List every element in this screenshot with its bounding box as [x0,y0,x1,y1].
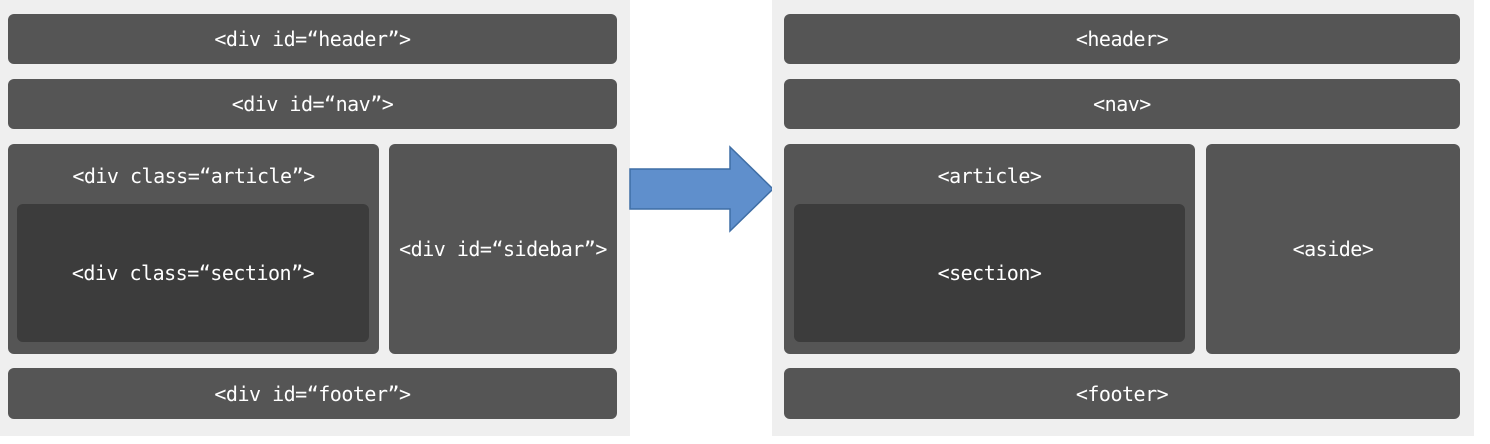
article-label: <article> [937,164,1042,188]
div-article-box: <div class=“article”> <div class=“sectio… [8,144,379,354]
div-section-box: <div class=“section”> [17,204,369,342]
div-footer-box: <div id=“footer”> [8,368,617,419]
article-box: <article> <section> [784,144,1195,354]
div-nav-label: <div id=“nav”> [231,92,394,116]
div-footer-label: <div id=“footer”> [214,381,411,406]
div-nav-box: <div id=“nav”> [8,79,617,129]
footer-box: <footer> [784,368,1460,419]
header-box: <header> [784,14,1460,64]
right-arrow-icon [629,145,775,233]
nav-label: <nav> [1093,92,1151,116]
div-section-label: <div class=“section”> [71,261,315,285]
footer-label: <footer> [1075,381,1169,406]
div-article-label: <div class=“article”> [72,164,315,188]
div-sidebar-label: <div id=“sidebar”> [399,237,607,261]
div-header-box: <div id=“header”> [8,14,617,64]
arrow-shape [629,145,775,233]
section-label: <section> [937,261,1042,285]
section-box: <section> [794,204,1185,342]
left-layout-panel: <div id=“header”> <div id=“nav”> <div cl… [0,0,630,436]
div-header-label: <div id=“header”> [214,27,411,51]
aside-box: <aside> [1206,144,1460,354]
header-label: <header> [1075,27,1169,51]
div-sidebar-box: <div id=“sidebar”> [389,144,617,354]
nav-box: <nav> [784,79,1460,129]
aside-label: <aside> [1292,237,1374,261]
right-layout-panel: <header> <nav> <article> <section> <asid… [772,0,1474,436]
